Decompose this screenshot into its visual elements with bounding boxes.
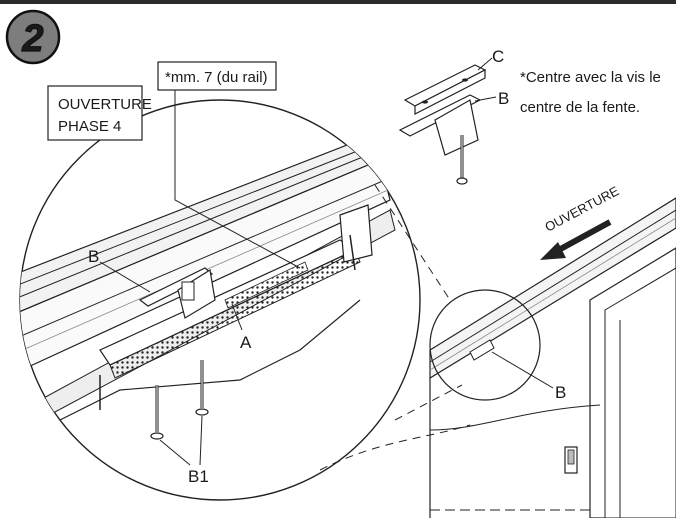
rail-section <box>20 139 396 431</box>
label-b1-main: B1 <box>188 467 209 486</box>
ouverture-phase-line1: OUVERTURE <box>58 96 152 113</box>
label-b-door: B <box>555 383 566 402</box>
label-c-detail: C <box>492 47 504 66</box>
centering-note: *Centre avec la vis le centre de la fent… <box>520 69 661 116</box>
door-view <box>429 197 676 518</box>
callout-ouverture-phase: OUVERTURE PHASE 4 <box>47 85 152 141</box>
label-b-main: B <box>88 247 99 266</box>
ouverture-arrow-label: OUVERTURE <box>542 183 621 235</box>
callout-mm-note: *mm. 7 (du rail) <box>157 61 301 269</box>
part-detail: C B <box>398 47 509 185</box>
note-line2: centre de la fente. <box>520 99 640 116</box>
screws-b1 <box>150 360 209 440</box>
label-a-main: A <box>240 333 252 352</box>
main-leaders: B A B1 <box>88 247 252 486</box>
detail-circle: B <box>429 289 566 402</box>
magnified-view <box>19 99 421 501</box>
step-badge: 2 <box>5 9 61 65</box>
top-border <box>0 0 676 4</box>
ouverture-phase-line2: PHASE 4 <box>58 118 121 135</box>
mm-note-text: *mm. 7 (du rail) <box>165 69 268 86</box>
note-line1: *Centre avec la vis le <box>520 69 661 86</box>
step-number: 2 <box>21 18 43 60</box>
label-b-detail: B <box>498 89 509 108</box>
projection-lines <box>319 184 471 471</box>
